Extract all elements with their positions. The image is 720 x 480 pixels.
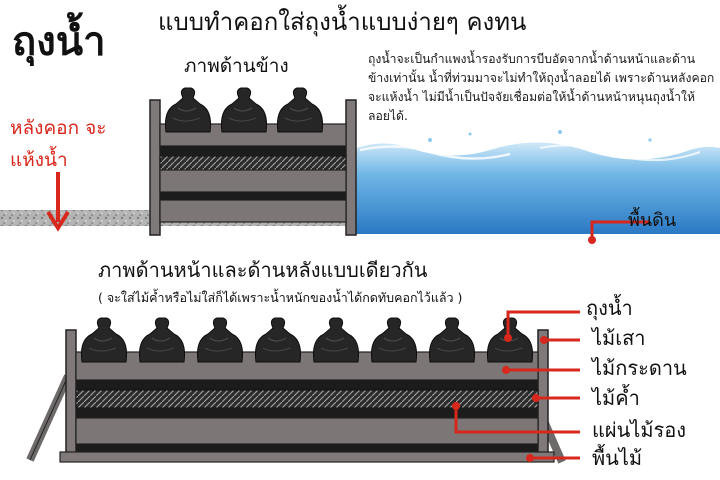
label-post: ไม้เสา: [592, 326, 646, 350]
callout-lines: [454, 310, 580, 460]
front-view-note: ( จะใส่ไม้ค้ำหรือไม่ใส่ก็ได้เพราะน้ำหนัก…: [98, 290, 463, 305]
side-view-label: ภาพด้านข้าง: [184, 55, 289, 77]
front-view-label: ภาพด้านหน้าและด้านหลังแบบเดียวกัน: [98, 258, 428, 282]
ground-label: พื้นดิน: [628, 210, 677, 231]
flood-water: [352, 142, 720, 234]
main-title: ถุงน้ำ: [12, 19, 106, 65]
label-plank: ไม้กระดาน: [592, 356, 687, 380]
diagram-title: แบบทำคอกใส่ถุงน้ำแบบง่ายๆ คงทน: [158, 8, 527, 36]
label-water-bag: ถุงน้ำ: [586, 296, 633, 320]
back-dry-label: หลังคอก จะแห้งน้ำ: [10, 117, 107, 171]
label-backing-board: แผ่นไม้รอง: [592, 418, 687, 442]
label-brace: ไม้ค้ำ: [592, 386, 640, 410]
side-view-pen: [149, 87, 357, 236]
label-floor-board: พื้นไม้: [592, 446, 643, 470]
front-view-pen: [26, 317, 566, 464]
description-text: ถุงน้ำจะเป็นกำแพงน้ำรองรับการบีบอัดจากน้…: [368, 52, 715, 123]
